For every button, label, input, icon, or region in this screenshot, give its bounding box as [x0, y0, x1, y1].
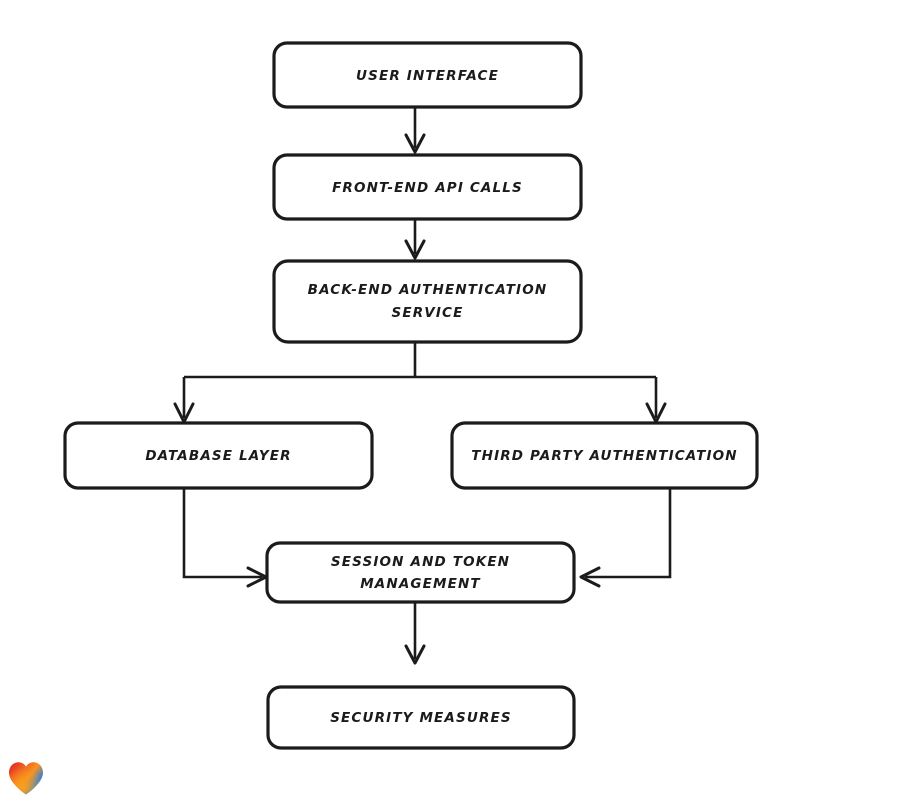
node-third-party-authentication[interactable]: THIRD PARTY AUTHENTICATION — [450, 421, 759, 490]
node-database-layer-label: DATABASE LAYER — [145, 448, 291, 464]
heart-icon-highlight — [9, 762, 43, 795]
node-user-interface-box[interactable] — [272, 41, 583, 109]
node-back-end-authentication-service-label-line-2: SERVICE — [392, 305, 464, 321]
node-session-and-token-management-box[interactable] — [265, 541, 576, 604]
node-session-and-token-management-label-line-2: MANAGEMENT — [360, 576, 481, 592]
node-back-end-authentication-service-label-line-1: BACK-END AUTHENTICATION — [308, 282, 548, 298]
edge-third-party-to-session-management — [585, 488, 672, 579]
connector-layer — [173, 107, 672, 665]
node-front-end-api-calls[interactable]: FRONT-END API CALLS — [272, 153, 583, 221]
node-database-layer-box[interactable] — [63, 421, 374, 490]
node-third-party-authentication-box[interactable] — [450, 421, 759, 490]
arrow-head-front-end-api-calls — [404, 133, 426, 154]
node-security-measures-box[interactable] — [266, 685, 576, 750]
arrow-head-session-management-right — [579, 566, 601, 588]
node-user-interface[interactable]: USER INTERFACE — [272, 41, 583, 109]
node-session-and-token-management-label-line-1: SESSION AND TOKEN — [331, 554, 510, 570]
node-user-interface-label: USER INTERFACE — [356, 68, 499, 84]
heart-icon — [9, 762, 43, 795]
node-session-and-token-management[interactable]: SESSION AND TOKEN MANAGEMENT — [265, 541, 576, 604]
node-front-end-api-calls-label: FRONT-END API CALLS — [332, 180, 523, 196]
node-back-end-authentication-service[interactable]: BACK-END AUTHENTICATION SERVICE — [272, 259, 583, 344]
node-database-layer[interactable]: DATABASE LAYER — [63, 421, 374, 490]
edge-database-layer-to-session-management — [182, 488, 262, 579]
node-security-measures[interactable]: SECURITY MEASURES — [266, 685, 576, 750]
node-third-party-authentication-label: THIRD PARTY AUTHENTICATION — [471, 448, 737, 464]
node-security-measures-label: SECURITY MEASURES — [330, 710, 512, 726]
node-front-end-api-calls-box[interactable] — [272, 153, 583, 221]
node-back-end-authentication-service-box[interactable] — [272, 259, 583, 344]
arrow-head-security-measures — [404, 644, 426, 665]
arrow-head-back-end-authentication-service — [404, 239, 426, 260]
